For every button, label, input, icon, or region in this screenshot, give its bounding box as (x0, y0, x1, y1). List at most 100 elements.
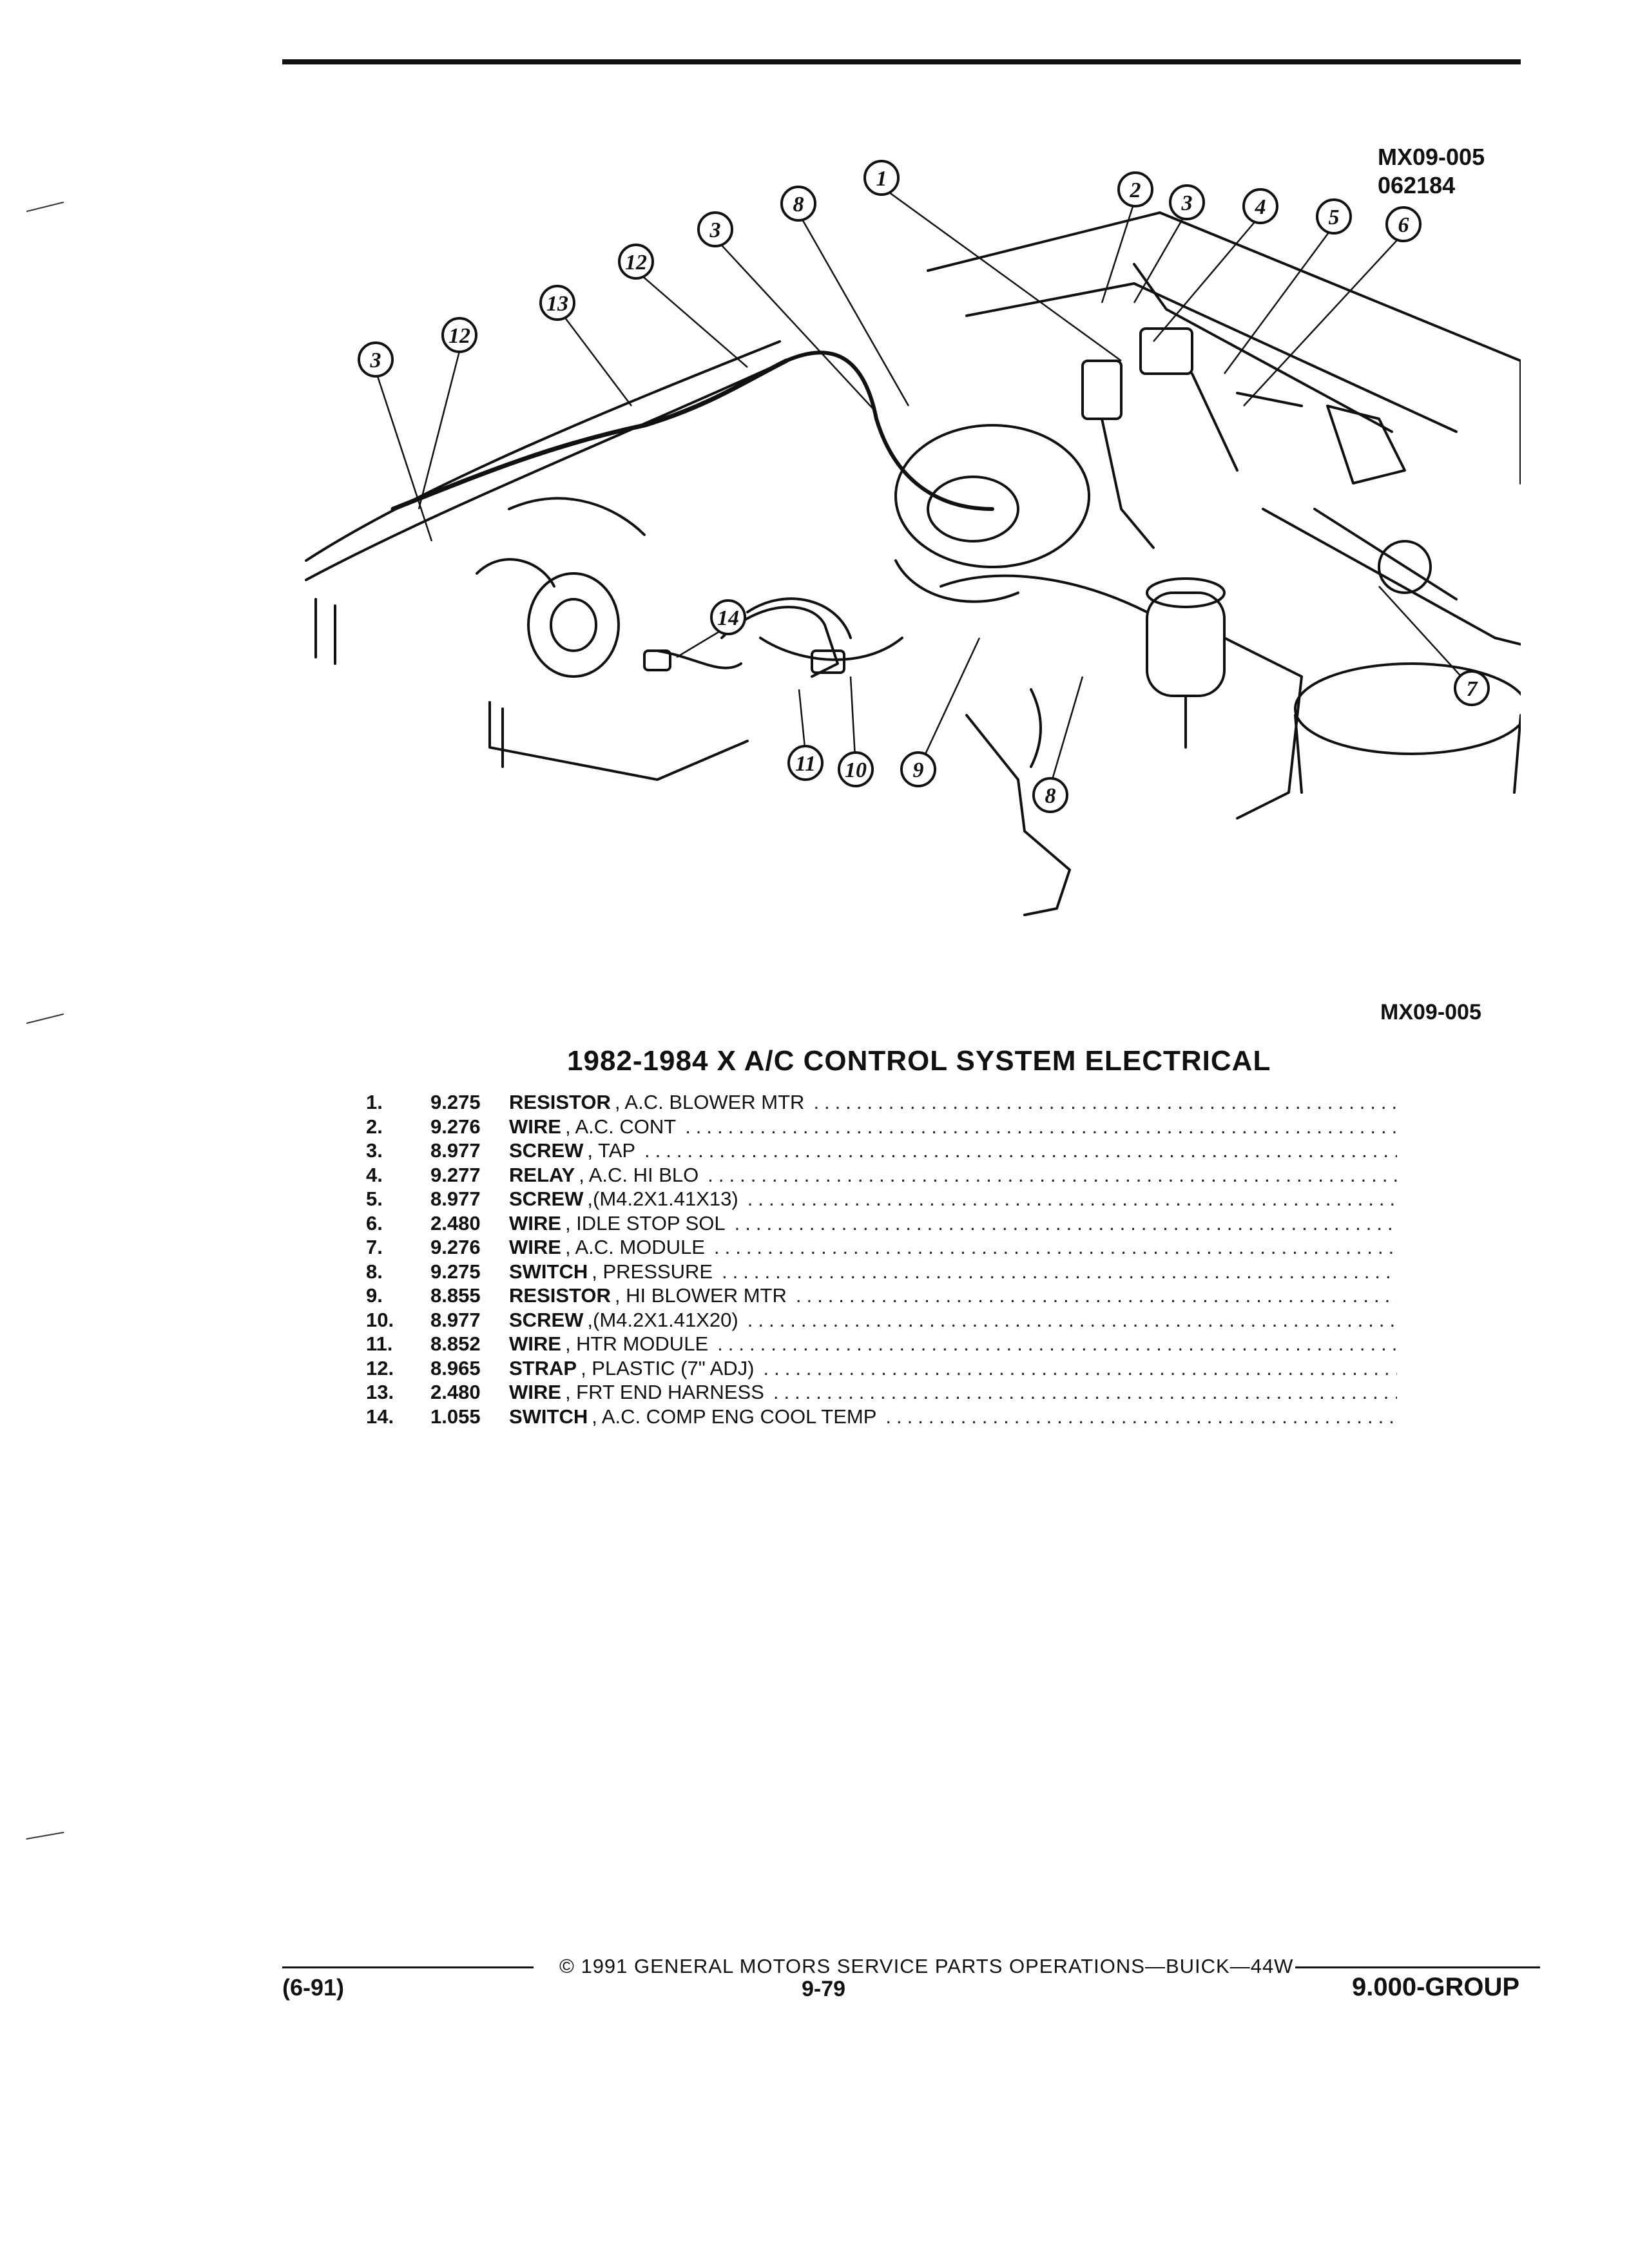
callout-1: 1 (863, 160, 900, 196)
item-number: 10. (366, 1308, 394, 1331)
svg-text:12: 12 (448, 324, 470, 348)
svg-text:11: 11 (795, 752, 816, 776)
callout-8: 8 (780, 186, 816, 222)
part-name: SWITCH (509, 1405, 588, 1428)
svg-text:8: 8 (1045, 784, 1056, 808)
svg-text:9: 9 (913, 758, 924, 782)
item-number: 8. (366, 1260, 383, 1283)
leader-dots: ........................................… (773, 1381, 1397, 1403)
callout-6: 6 (1385, 206, 1422, 242)
group-number: 2.480 (430, 1381, 481, 1403)
part-name: STRAP (509, 1356, 577, 1379)
item-number: 1. (366, 1091, 383, 1113)
item-number: 9. (366, 1284, 383, 1307)
callout-12-mid: 12 (618, 244, 654, 280)
leader-dots: ........................................… (795, 1284, 1397, 1307)
callout-7: 7 (1454, 670, 1490, 706)
group-number: 9.276 (430, 1236, 481, 1258)
svg-text:1: 1 (876, 167, 887, 191)
revision-date: (6-91) (282, 1974, 345, 2001)
leader-dots: ........................................… (813, 1091, 1397, 1113)
callout-11: 11 (787, 745, 824, 781)
page-title: 1982-1984 X A/C CONTROL SYSTEM ELECTRICA… (567, 1045, 1271, 1077)
item-number: 2. (366, 1115, 383, 1138)
item-number: 12. (366, 1356, 394, 1379)
svg-text:8: 8 (793, 193, 804, 216)
diagram-code: MX09-005 (1378, 144, 1485, 170)
leader-dots: ........................................… (713, 1236, 1397, 1258)
svg-text:6: 6 (1398, 213, 1409, 237)
svg-text:3: 3 (709, 218, 721, 242)
group-number: 8.855 (430, 1284, 481, 1307)
group-number: 9.275 (430, 1260, 481, 1283)
part-description: ,(M4.2X1.41X13) (587, 1187, 738, 1210)
group-number: 9.277 (430, 1163, 481, 1186)
group-number: 1.055 (430, 1405, 481, 1428)
part-name: WIRE (509, 1236, 561, 1258)
leader-dots: ........................................… (685, 1115, 1397, 1138)
item-number: 13. (366, 1381, 394, 1403)
leader-dots: ........................................… (644, 1139, 1397, 1162)
part-description: , IDLE STOP SOL (564, 1211, 726, 1235)
svg-text:13: 13 (546, 292, 568, 316)
part-description: , A.C. CONT (564, 1115, 677, 1138)
item-number: 6. (366, 1211, 383, 1235)
callout-3: 3 (1169, 184, 1205, 220)
ac-electrical-diagram: 1 2 3 4 5 6 7 8 9 10 11 12 13 14 3 3 12 … (305, 160, 1521, 916)
callout-14: 14 (710, 599, 746, 635)
svg-text:12: 12 (625, 251, 647, 274)
group-number: 2.480 (430, 1211, 481, 1235)
svg-text:14: 14 (717, 606, 739, 630)
group-number: 8.977 (430, 1139, 481, 1162)
part-name: WIRE (509, 1211, 561, 1235)
leader-dots: ........................................… (885, 1405, 1397, 1428)
diagram-code-bottom: MX09-005 (1380, 1000, 1481, 1024)
part-description: , A.C. BLOWER MTR (614, 1091, 805, 1113)
copyright-notice: © 1991 GENERAL MOTORS SERVICE PARTS OPER… (559, 1955, 1294, 1977)
part-description: , A.C. HI BLO (579, 1163, 699, 1186)
scan-mark (26, 1013, 64, 1024)
part-name: RESISTOR (509, 1091, 611, 1113)
group-number: 8.852 (430, 1332, 481, 1355)
part-description: , HI BLOWER MTR (614, 1284, 787, 1307)
part-name: WIRE (509, 1381, 561, 1403)
part-name: WIRE (509, 1332, 561, 1355)
part-name: SCREW (509, 1308, 584, 1331)
svg-text:7: 7 (1467, 677, 1479, 701)
parts-list: 1. 9.275 RESISTOR, A.C. BLOWER MTR........… (366, 1091, 1397, 1429)
svg-text:2: 2 (1130, 178, 1141, 202)
svg-text:3: 3 (370, 349, 381, 372)
svg-text:10: 10 (845, 758, 867, 782)
list-item: 1. 9.275 RESISTOR, A.C. BLOWER MTR........… (366, 1091, 1397, 1115)
part-description: , PRESSURE (592, 1260, 713, 1283)
item-number: 5. (366, 1187, 383, 1210)
group-number: 8.977 (430, 1308, 481, 1331)
group-label: 9.000-GROUP (1352, 1973, 1520, 2001)
svg-text:4: 4 (1255, 195, 1266, 219)
item-number: 11. (366, 1332, 393, 1355)
part-name: SCREW (509, 1187, 584, 1210)
scan-mark (26, 201, 64, 213)
item-number: 7. (366, 1236, 383, 1258)
page-number: 9-79 (802, 1977, 846, 2001)
part-name: SWITCH (509, 1260, 588, 1283)
callout-3-mid: 3 (697, 211, 733, 247)
diagram-code-header: MX09-005 062184 (1378, 143, 1485, 200)
leader-dots: ........................................… (747, 1308, 1397, 1331)
group-number: 9.275 (430, 1091, 481, 1113)
svg-text:5: 5 (1329, 206, 1340, 229)
group-number: 8.977 (430, 1187, 481, 1210)
callout-12: 12 (441, 317, 477, 353)
